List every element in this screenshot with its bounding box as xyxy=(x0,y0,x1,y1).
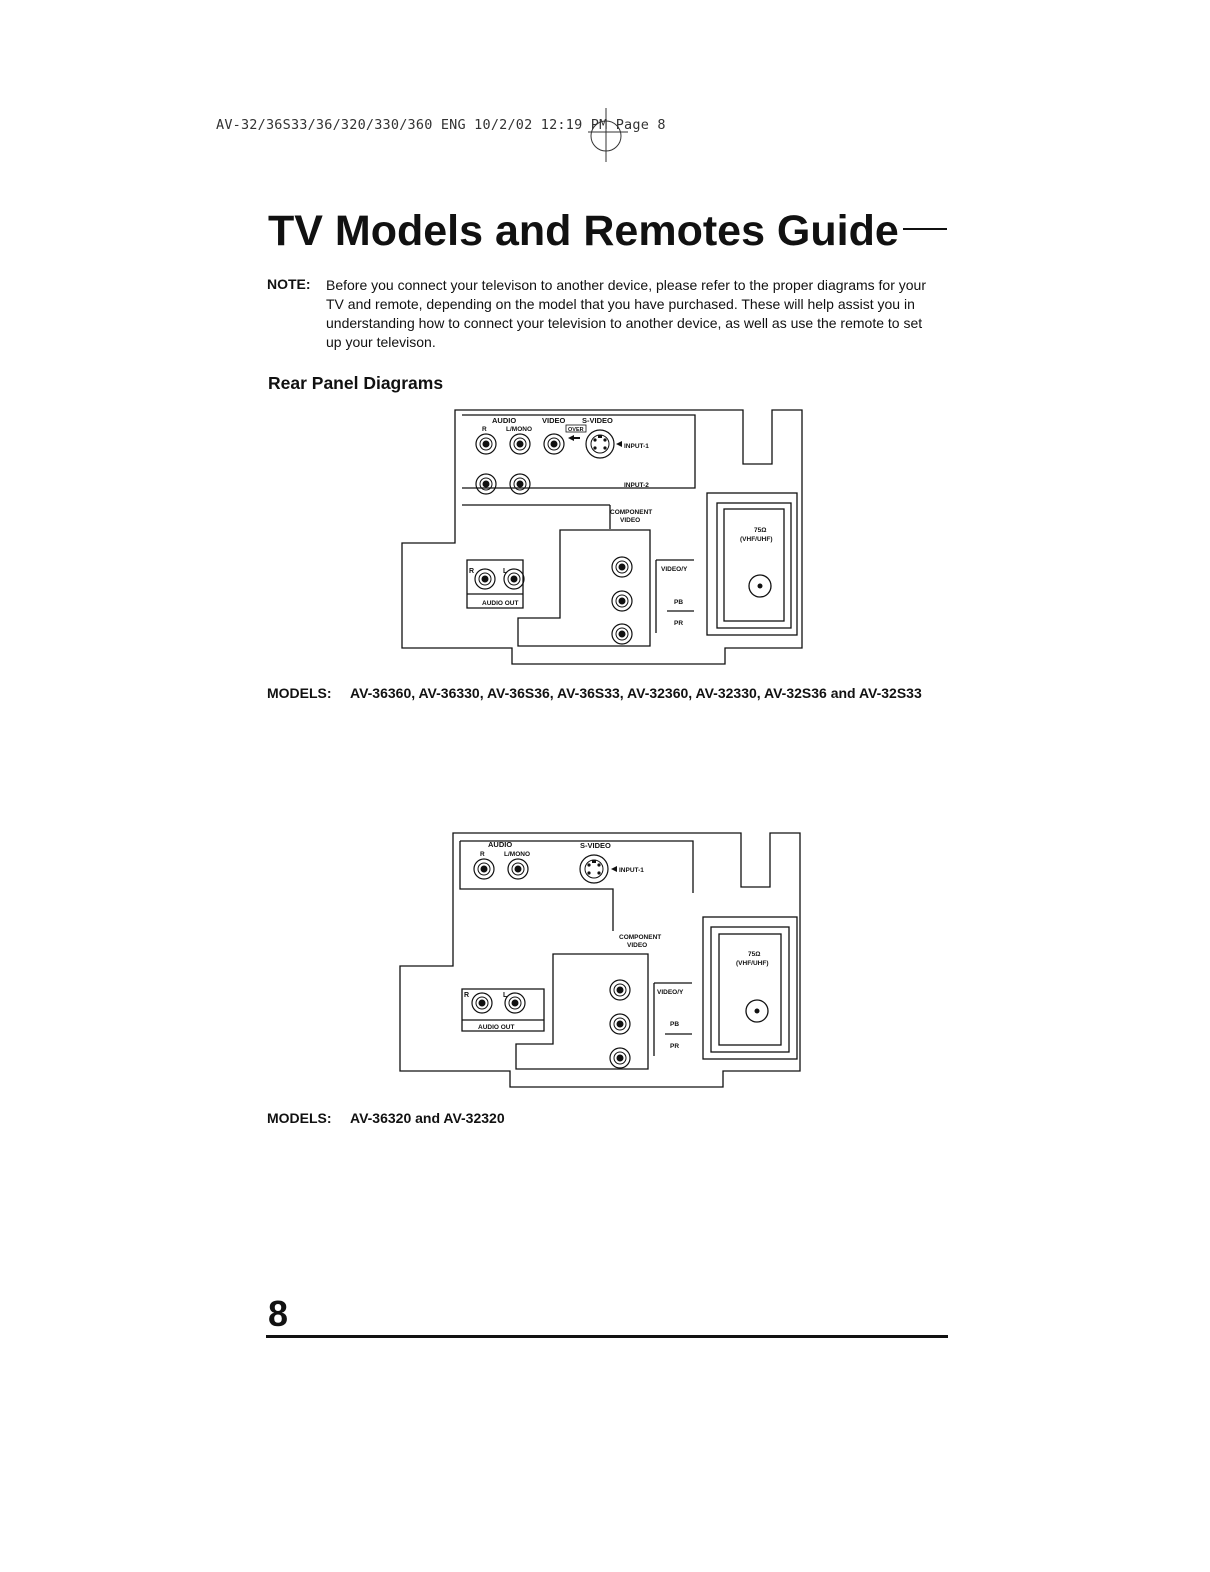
label-audio: AUDIO xyxy=(492,416,516,425)
label-svideo: S-VIDEO xyxy=(582,416,613,425)
label-audio-out: AUDIO OUT xyxy=(482,600,519,607)
label-svideo-2: S-VIDEO xyxy=(580,841,611,850)
page-number: 8 xyxy=(268,1293,289,1334)
page-title: TV Models and Remotes Guide xyxy=(268,207,899,255)
label-ohm-2: 75Ω xyxy=(748,951,760,958)
label-r-2: R xyxy=(480,851,485,858)
label-component-2: COMPONENT xyxy=(619,934,661,941)
label-lmono-2: L/MONO xyxy=(504,851,530,858)
over-arrow-icon xyxy=(568,435,580,441)
footer-rule xyxy=(266,1335,948,1338)
input1-audio-r-jack[interactable] xyxy=(475,433,497,455)
label-input1-2: INPUT-1 xyxy=(619,867,644,874)
input1-audio-r-jack-2[interactable] xyxy=(473,858,495,880)
label-audio-out-l: L xyxy=(503,568,508,575)
label-videoy: VIDEO/Y xyxy=(661,566,688,573)
label-component-video-2: VIDEO xyxy=(627,942,647,949)
rear-panel-diagram-1: AUDIO R L/MONO VIDEO S-VIDEO OVER INPUT-… xyxy=(401,409,803,665)
antenna-jack-2[interactable] xyxy=(745,999,769,1023)
print-header: AV-32/36S33/36/320/330/360 ENG 10/2/02 1… xyxy=(216,117,666,133)
audio-out-r-jack[interactable] xyxy=(474,568,496,590)
label-audio-out-r: R xyxy=(469,568,474,575)
rear-panel-diagram-2: AUDIO R L/MONO S-VIDEO INPUT-1 COMPONENT… xyxy=(399,832,801,1088)
input1-audio-l-jack[interactable] xyxy=(509,433,531,455)
label-ohm: 75Ω xyxy=(754,527,766,534)
audio-out-l-jack-2[interactable] xyxy=(504,992,526,1014)
label-pb-2: PB xyxy=(670,1021,679,1028)
label-component-video: VIDEO xyxy=(620,517,640,524)
label-input1: INPUT-1 xyxy=(624,443,649,450)
label-over: OVER xyxy=(568,427,584,433)
component-pb-jack-2[interactable] xyxy=(609,1013,631,1035)
label-audio-2: AUDIO xyxy=(488,840,512,849)
audio-out-r-jack-2[interactable] xyxy=(471,992,493,1014)
component-pr-jack[interactable] xyxy=(611,623,633,645)
section-heading: Rear Panel Diagrams xyxy=(268,373,444,393)
svideo-jack-1[interactable] xyxy=(585,429,615,459)
label-pr-2: PR xyxy=(670,1043,679,1050)
label-vhf-uhf: (VHF/UHF) xyxy=(740,536,773,543)
antenna-jack[interactable] xyxy=(748,574,772,598)
note-text: Before you connect your televison to ano… xyxy=(326,277,927,350)
svideo-jack-2[interactable] xyxy=(579,854,609,884)
label-audio-out-r-2: R xyxy=(464,992,469,999)
label-audio-out-2: AUDIO OUT xyxy=(478,1024,515,1031)
input1-arrow-icon-2 xyxy=(611,866,617,872)
component-pb-jack[interactable] xyxy=(611,590,633,612)
models-label-2: MODELS: xyxy=(267,1110,332,1126)
models-list-1: AV-36360, AV-36330, AV-36S36, AV-36S33, … xyxy=(350,685,922,701)
title-dash xyxy=(903,228,947,230)
label-component: COMPONENT xyxy=(610,509,652,516)
note-label: NOTE: xyxy=(267,276,311,292)
models-label-1: MODELS: xyxy=(267,685,332,701)
component-pr-jack-2[interactable] xyxy=(609,1047,631,1069)
input2-audio-l-jack[interactable] xyxy=(509,473,531,495)
registration-mark xyxy=(588,108,628,162)
input1-video-jack[interactable] xyxy=(543,433,565,455)
label-r: R xyxy=(482,426,487,433)
label-vhf-uhf-2: (VHF/UHF) xyxy=(736,960,769,967)
label-input2: INPUT-2 xyxy=(624,482,649,489)
label-video: VIDEO xyxy=(542,416,566,425)
input2-audio-r-jack[interactable] xyxy=(475,473,497,495)
label-pb: PB xyxy=(674,599,683,606)
label-lmono: L/MONO xyxy=(506,426,532,433)
input1-arrow-icon xyxy=(616,441,622,447)
audio-out-l-jack[interactable] xyxy=(503,568,525,590)
input1-audio-l-jack-2[interactable] xyxy=(507,858,529,880)
component-y-jack-2[interactable] xyxy=(609,979,631,1001)
component-y-jack[interactable] xyxy=(611,556,633,578)
label-audio-out-l-2: L xyxy=(503,992,508,999)
models-list-2: AV-36320 and AV-32320 xyxy=(350,1110,505,1126)
label-videoy-2: VIDEO/Y xyxy=(657,989,684,996)
label-pr: PR xyxy=(674,620,683,627)
